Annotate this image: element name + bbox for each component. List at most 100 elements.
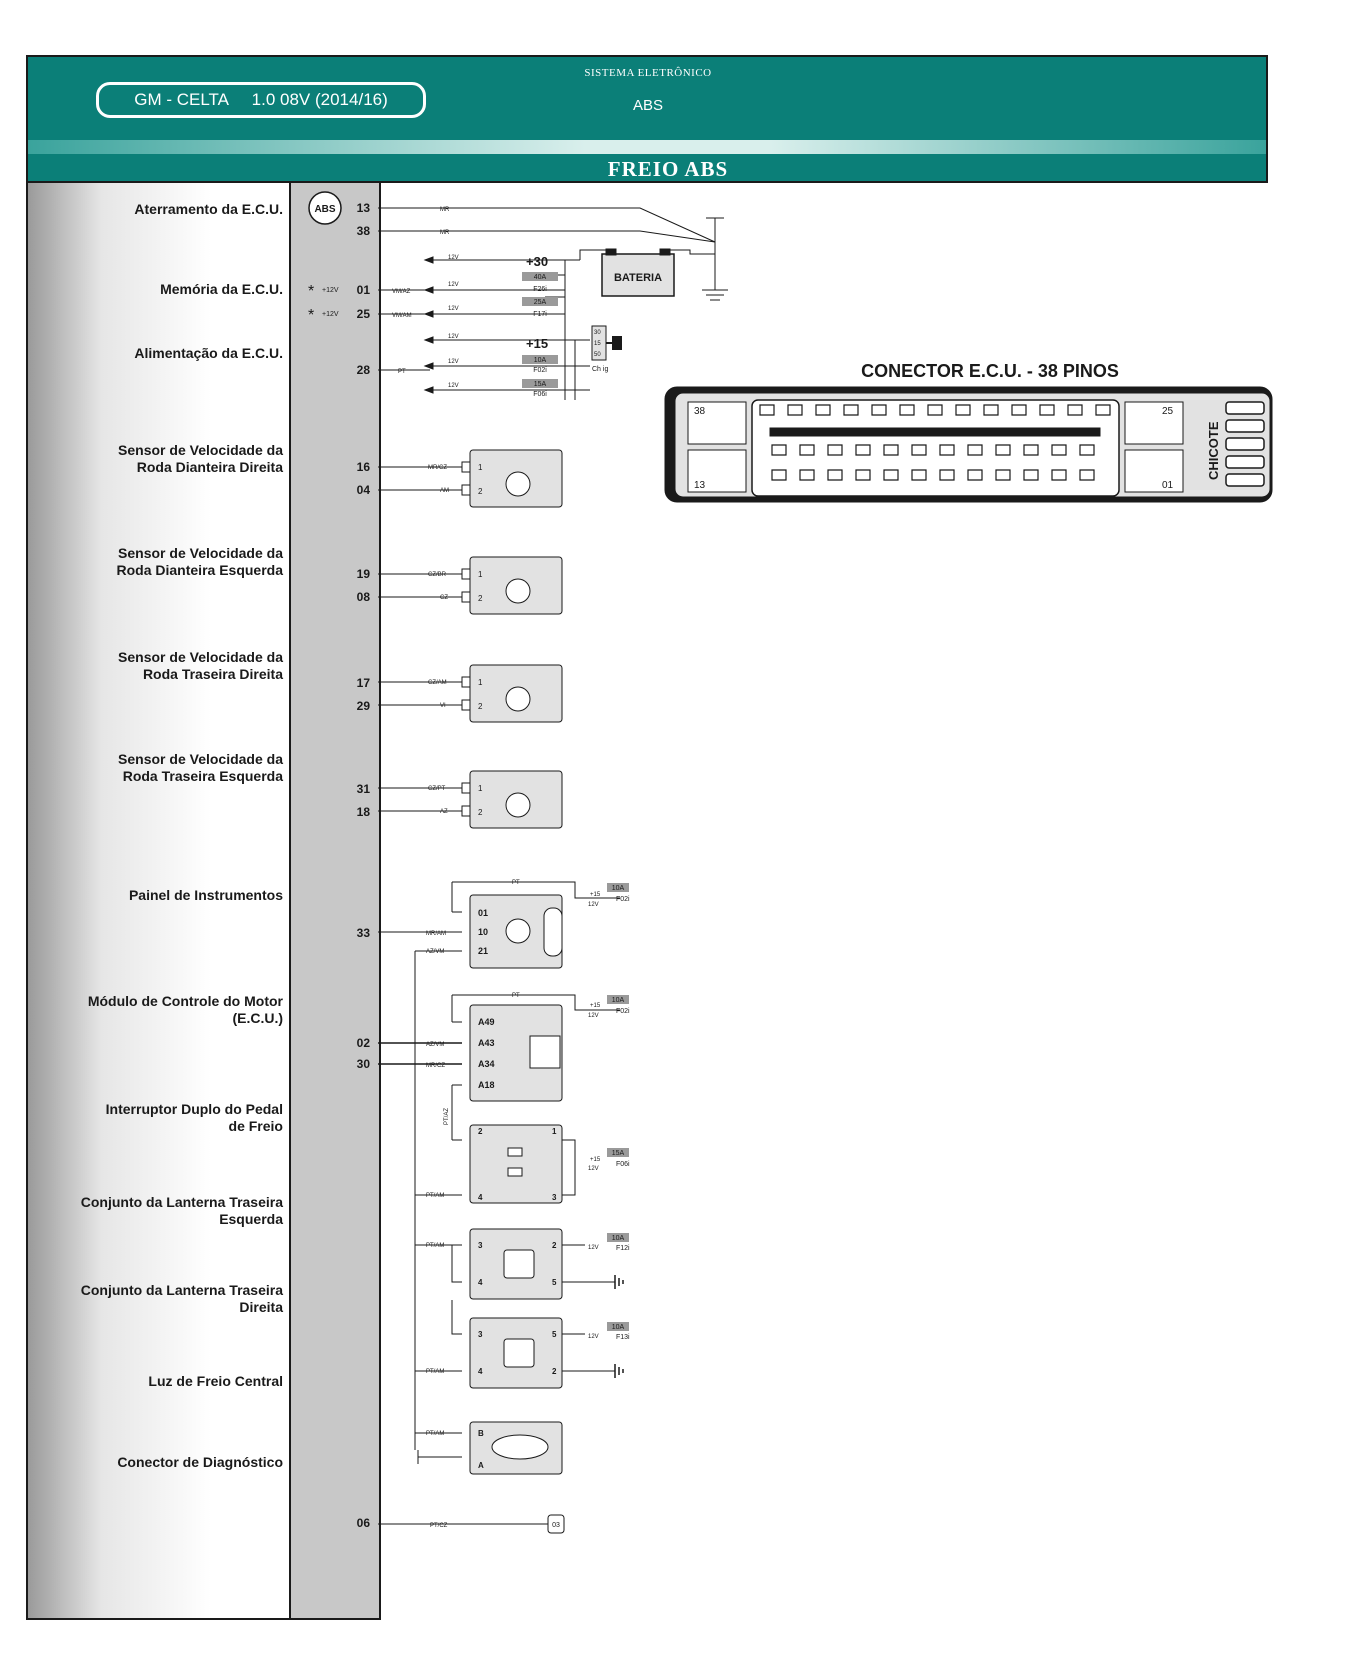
fuse-id: F06i bbox=[616, 1161, 630, 1168]
diagnostic-connector: 03 bbox=[378, 1514, 565, 1534]
fuse-amp: 15A bbox=[612, 1150, 625, 1157]
svg-text:Ch ig: Ch ig bbox=[592, 366, 608, 373]
ecu-pin: 25 bbox=[357, 307, 371, 321]
ecu-pin: 31 bbox=[357, 782, 371, 796]
wire-label: PT/AM bbox=[426, 1243, 444, 1249]
svg-text:01: 01 bbox=[1162, 480, 1174, 491]
fuse-icon bbox=[607, 1148, 629, 1157]
svg-text:BATERIA: BATERIA bbox=[614, 272, 662, 284]
header-bar: GM - CELTA 1.0 08V (2014/16) SISTEMA ELE… bbox=[26, 55, 1268, 183]
ecu-pin: 28 bbox=[357, 363, 371, 377]
svg-text:3: 3 bbox=[552, 1193, 557, 1202]
svg-text:A34: A34 bbox=[478, 1059, 495, 1069]
fuse-id: F26i bbox=[533, 286, 547, 293]
fuse-amp: 25A bbox=[534, 299, 547, 306]
wire-label: PT/AZ bbox=[444, 1108, 450, 1125]
transistor-icon bbox=[505, 918, 531, 944]
fuse-icon bbox=[522, 297, 558, 306]
plus30-label: +30 bbox=[526, 254, 548, 269]
fuse-id: F17i bbox=[533, 311, 547, 318]
connector-title: CONECTOR E.C.U. - 38 PINOS bbox=[861, 361, 1119, 381]
tail-lamp-right: 3 5 4 2 bbox=[415, 1300, 615, 1389]
wheel-sensor-rear-right: 12 bbox=[378, 664, 563, 723]
ecu-pin: 19 bbox=[357, 567, 371, 581]
memory-wires bbox=[378, 286, 590, 400]
svg-text:13: 13 bbox=[694, 480, 706, 491]
abs-badge: ABS bbox=[308, 191, 342, 225]
svg-text:3: 3 bbox=[478, 1241, 483, 1250]
svg-text:5: 5 bbox=[552, 1330, 557, 1339]
voltage-label: 12V bbox=[448, 282, 459, 288]
svg-text:10: 10 bbox=[478, 927, 488, 937]
fuse-icon bbox=[522, 272, 558, 281]
ground-icon bbox=[614, 1275, 624, 1378]
instrument-panel-module: 01 10 21 bbox=[378, 881, 620, 1450]
wire-label: AZ/VM bbox=[426, 1042, 444, 1048]
wire-label: AZ bbox=[440, 809, 448, 815]
ignition-switch-icon: 30 15 50 Ch ig bbox=[591, 325, 622, 373]
wheel-sensor-front-right: 12 bbox=[378, 449, 563, 508]
fuse-id: F13i bbox=[616, 1334, 630, 1341]
voltage-label: 12V bbox=[448, 306, 459, 312]
wire-label: MR bbox=[440, 207, 450, 213]
vehicle-model-title: GM - CELTA 1.0 08V (2014/16) bbox=[96, 82, 426, 118]
ecu-pin: 29 bbox=[357, 699, 371, 713]
fuse-icon bbox=[607, 995, 629, 1004]
wire-label: VI bbox=[440, 703, 446, 709]
svg-text:2: 2 bbox=[478, 702, 483, 711]
header-stripe bbox=[28, 140, 1266, 154]
tail-lamp-left: 3 2 4 5 bbox=[415, 1228, 615, 1300]
label-center-brake-light: Luz de Freio Central bbox=[148, 1373, 283, 1389]
system-name: ABS bbox=[632, 97, 663, 114]
battery-icon: BATERIA bbox=[601, 248, 675, 297]
svg-text:3: 3 bbox=[478, 1330, 483, 1339]
svg-text:1: 1 bbox=[478, 570, 483, 579]
voltage-label: 12V bbox=[448, 334, 459, 340]
harness-side-label: CHICOTE bbox=[1206, 421, 1221, 480]
fuse-amp: 15A bbox=[534, 381, 547, 388]
ecu-pin: 06 bbox=[357, 1516, 371, 1530]
fuse-amp: 10A bbox=[612, 1235, 625, 1242]
svg-text:B: B bbox=[478, 1429, 484, 1438]
star-marker-icon: * bbox=[308, 283, 314, 300]
voltage-label: 12V bbox=[448, 359, 459, 365]
wire-label: PT/AM bbox=[426, 1193, 444, 1199]
label-power: Alimentação da E.C.U. bbox=[134, 345, 283, 361]
wire-label: CZ bbox=[440, 595, 448, 601]
svg-text:ABS: ABS bbox=[314, 204, 335, 215]
svg-text:50: 50 bbox=[594, 352, 601, 358]
star-label: +12V bbox=[322, 311, 339, 318]
wire-label: MR/CZ bbox=[426, 1063, 445, 1069]
wire-label: PT bbox=[398, 369, 406, 375]
svg-text:A43: A43 bbox=[478, 1038, 495, 1048]
label-ground: Aterramento da E.C.U. bbox=[134, 201, 283, 217]
svg-text:1: 1 bbox=[552, 1127, 557, 1136]
wire-label: PT bbox=[512, 993, 520, 999]
wire-label: VM/AZ bbox=[392, 289, 411, 295]
ecu-pin: 17 bbox=[357, 676, 371, 690]
svg-text:1: 1 bbox=[478, 678, 483, 687]
fuse-amp: 10A bbox=[612, 997, 625, 1004]
svg-text:4: 4 bbox=[478, 1193, 483, 1202]
svg-text:25: 25 bbox=[1162, 406, 1174, 417]
svg-text:A49: A49 bbox=[478, 1017, 495, 1027]
ground-wires bbox=[378, 207, 728, 301]
svg-text:01: 01 bbox=[478, 908, 488, 918]
fuse-icon bbox=[607, 1322, 629, 1331]
ecu-pin: 16 bbox=[357, 460, 371, 474]
fuse-icon bbox=[607, 1233, 629, 1242]
fuse-id: F02i bbox=[616, 1008, 630, 1015]
wire-label: PT/AM bbox=[426, 1369, 444, 1375]
svg-text:1: 1 bbox=[478, 463, 483, 472]
voltage-label: 12V bbox=[588, 1245, 599, 1251]
svg-text:1: 1 bbox=[478, 784, 483, 793]
svg-text:4: 4 bbox=[478, 1278, 483, 1287]
transistor-icon bbox=[529, 1035, 561, 1069]
diagram-title: FREIO ABS bbox=[607, 157, 729, 181]
sensor-icon bbox=[505, 792, 531, 818]
ecu-pin: 08 bbox=[357, 590, 371, 604]
wheel-sensor-front-left: 12 bbox=[378, 556, 563, 615]
